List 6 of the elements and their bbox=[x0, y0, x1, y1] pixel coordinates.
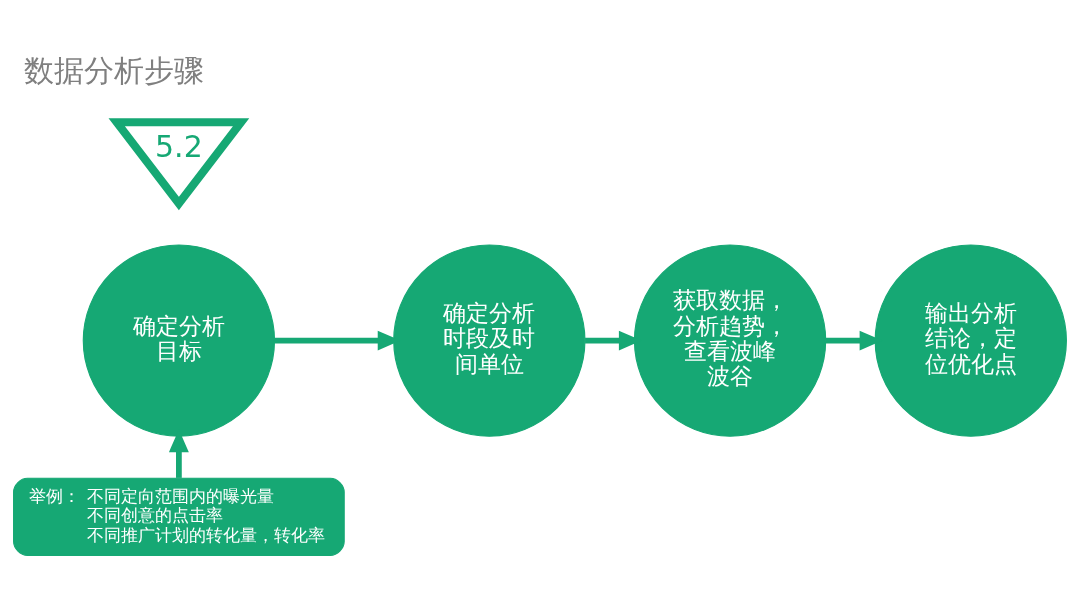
node-circle: 确定分析时段及时间单位 bbox=[393, 244, 586, 437]
node-circle: 输出分析结论，定位优化点 bbox=[874, 244, 1067, 437]
diagram-title: 数据分析步骤 bbox=[23, 53, 204, 89]
node-circle: 获取数据，分析趋势，查看波峰波谷 bbox=[633, 244, 827, 437]
node-circle: 确定分析目标 bbox=[82, 244, 276, 437]
node-box: 举例： 不同定向范围内的曝光量 不同创意的点击率 不同推广计划的转化量，转化率 bbox=[13, 477, 345, 556]
